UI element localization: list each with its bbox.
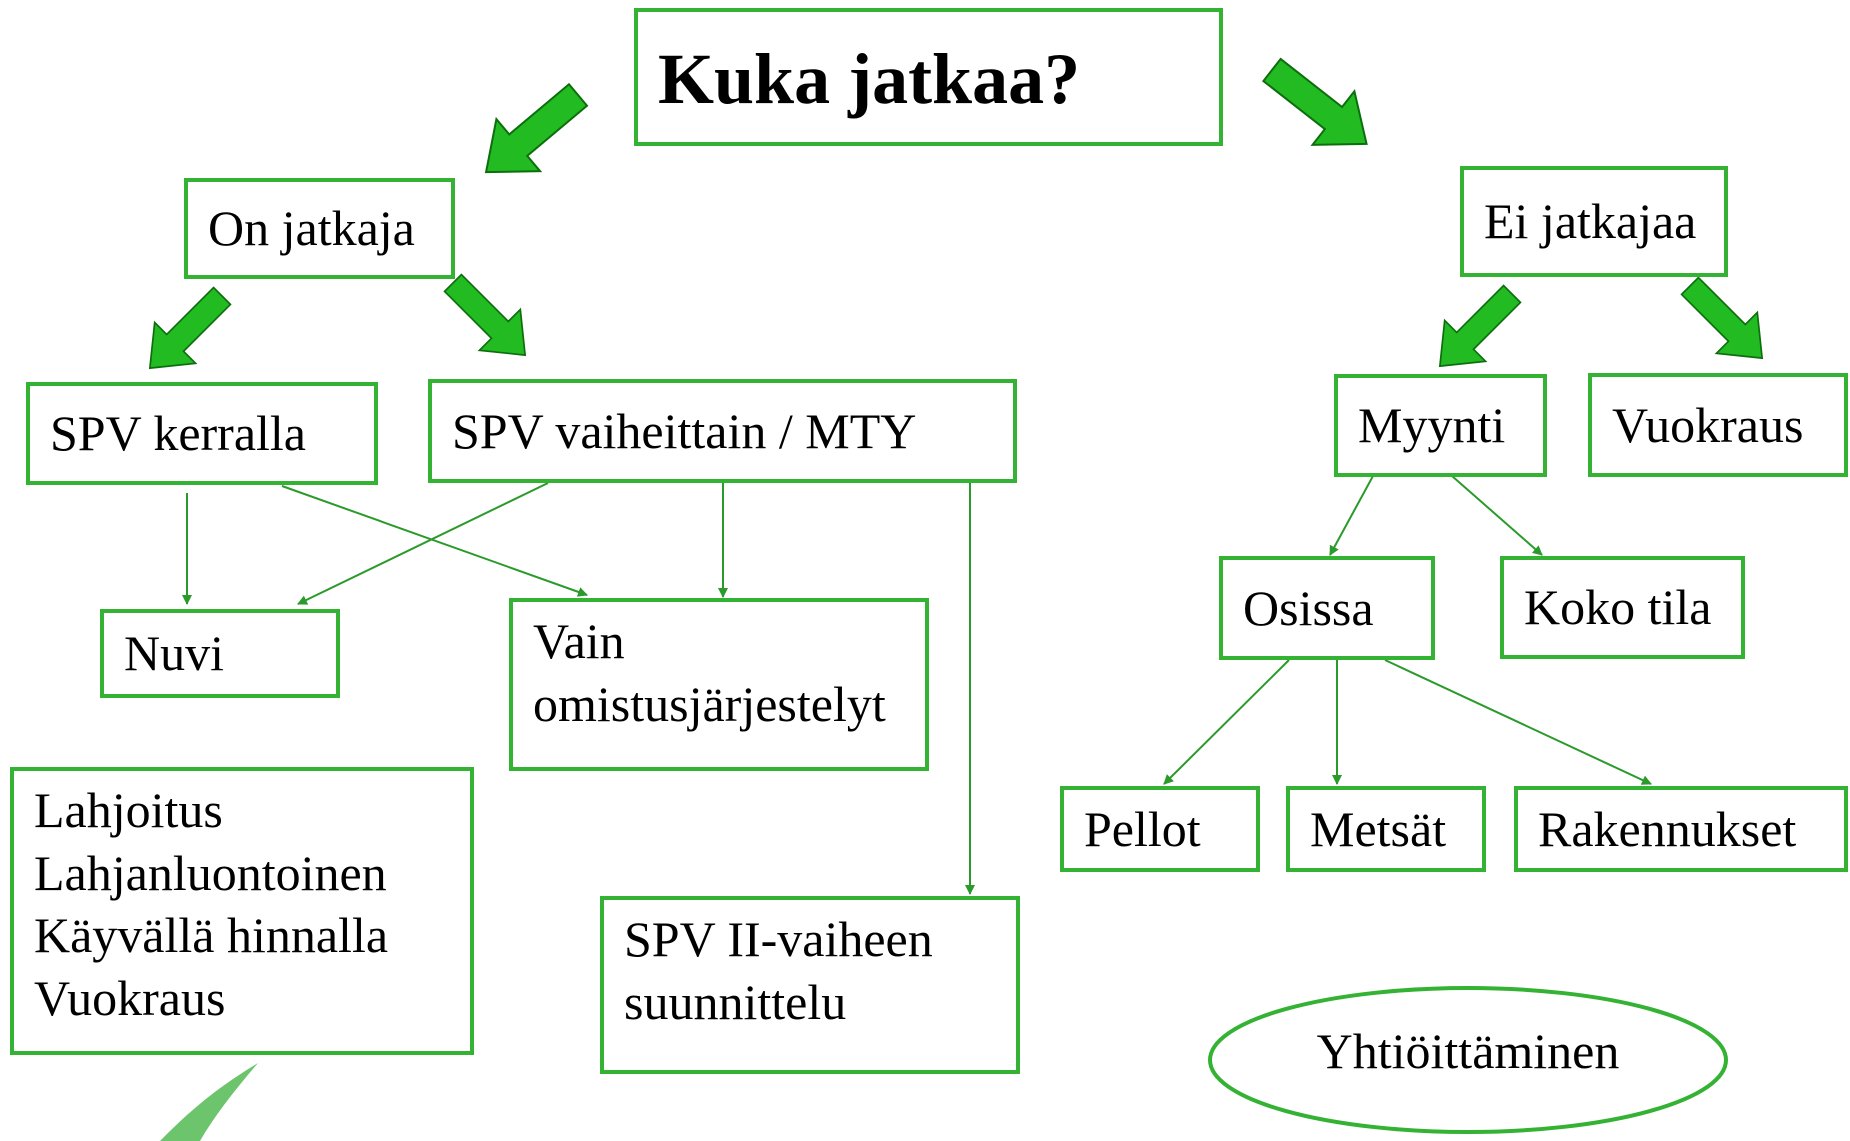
nuvi-box: Nuvi <box>100 609 340 698</box>
spv-kerralla-label: SPV kerralla <box>50 405 306 462</box>
pellot-box: Pellot <box>1060 786 1260 872</box>
vuokraus-label: Vuokraus <box>1612 396 1804 453</box>
arrow-to-myynti <box>1418 272 1534 388</box>
spv-ii-box: SPV II-vaiheen suunnittelu <box>600 896 1020 1074</box>
connector-osissa-rakennukset <box>1384 659 1652 785</box>
arrow-to-spv-kerralla <box>128 274 244 390</box>
spv-ii-line-1: SPV II-vaiheen <box>624 911 933 967</box>
connector-vaiheittain-nuvi <box>297 482 549 605</box>
lahjoitus-box: Lahjoitus Lahjanluontoinen Käyvällä hinn… <box>10 767 474 1055</box>
osissa-box: Osissa <box>1219 556 1435 660</box>
big-arrow-right <box>1250 42 1389 172</box>
connector-myynti-kokotila <box>1451 475 1543 556</box>
on-jatkaja-label: On jatkaja <box>208 200 415 257</box>
vain-omistus-line-1: Vain <box>533 613 625 669</box>
spv-kerralla-box: SPV kerralla <box>26 382 378 485</box>
big-arrow-left <box>463 67 601 200</box>
connector-myynti-osissa <box>1329 475 1374 556</box>
osissa-label: Osissa <box>1243 579 1374 636</box>
yhtioittaminen-label: Yhtiöittäminen <box>1316 1023 1620 1079</box>
on-jatkaja-box: On jatkaja <box>184 178 455 279</box>
connector-kerralla-vain <box>281 485 588 597</box>
lahjoitus-line-2: Lahjanluontoinen <box>34 844 387 901</box>
logo-swoosh <box>160 1063 258 1141</box>
koko-tila-label: Koko tila <box>1524 579 1712 636</box>
rakennukset-box: Rakennukset <box>1514 786 1848 872</box>
metsat-label: Metsät <box>1310 800 1447 857</box>
nuvi-label: Nuvi <box>124 625 224 682</box>
vain-omistus-box: Vain omistusjärjestelyt <box>509 598 929 771</box>
pellot-label: Pellot <box>1084 800 1201 857</box>
spv-vaiheittain-box: SPV vaiheittain / MTY <box>428 379 1017 483</box>
title-box: Kuka jatkaa? <box>634 8 1223 146</box>
connector-osissa-pellot <box>1163 659 1290 785</box>
arrow-to-spv-vaiheittain <box>431 261 547 377</box>
myynti-label: Myynti <box>1358 397 1506 454</box>
yhtioittaminen-ellipse <box>1208 986 1728 1134</box>
ei-jatkajaa-label: Ei jatkajaa <box>1484 193 1697 250</box>
vuokraus-box: Vuokraus <box>1588 373 1848 477</box>
lahjoitus-line-1: Lahjoitus <box>34 782 223 838</box>
rakennukset-label: Rakennukset <box>1538 800 1797 857</box>
spv-ii-line-2: suunnittelu <box>624 973 847 1030</box>
metsat-box: Metsät <box>1286 786 1486 872</box>
lahjoitus-line-4: Vuokraus <box>34 969 226 1026</box>
myynti-box: Myynti <box>1334 374 1547 477</box>
ei-jatkajaa-box: Ei jatkajaa <box>1460 166 1728 277</box>
spv-vaiheittain-label: SPV vaiheittain / MTY <box>452 402 917 459</box>
koko-tila-box: Koko tila <box>1500 556 1745 659</box>
vain-omistus-line-2: omistusjärjestelyt <box>533 675 886 732</box>
page-title: Kuka jatkaa? <box>658 39 1081 119</box>
lahjoitus-line-3: Käyvällä hinnalla <box>34 907 389 963</box>
arrow-to-vuokraus <box>1668 264 1784 380</box>
